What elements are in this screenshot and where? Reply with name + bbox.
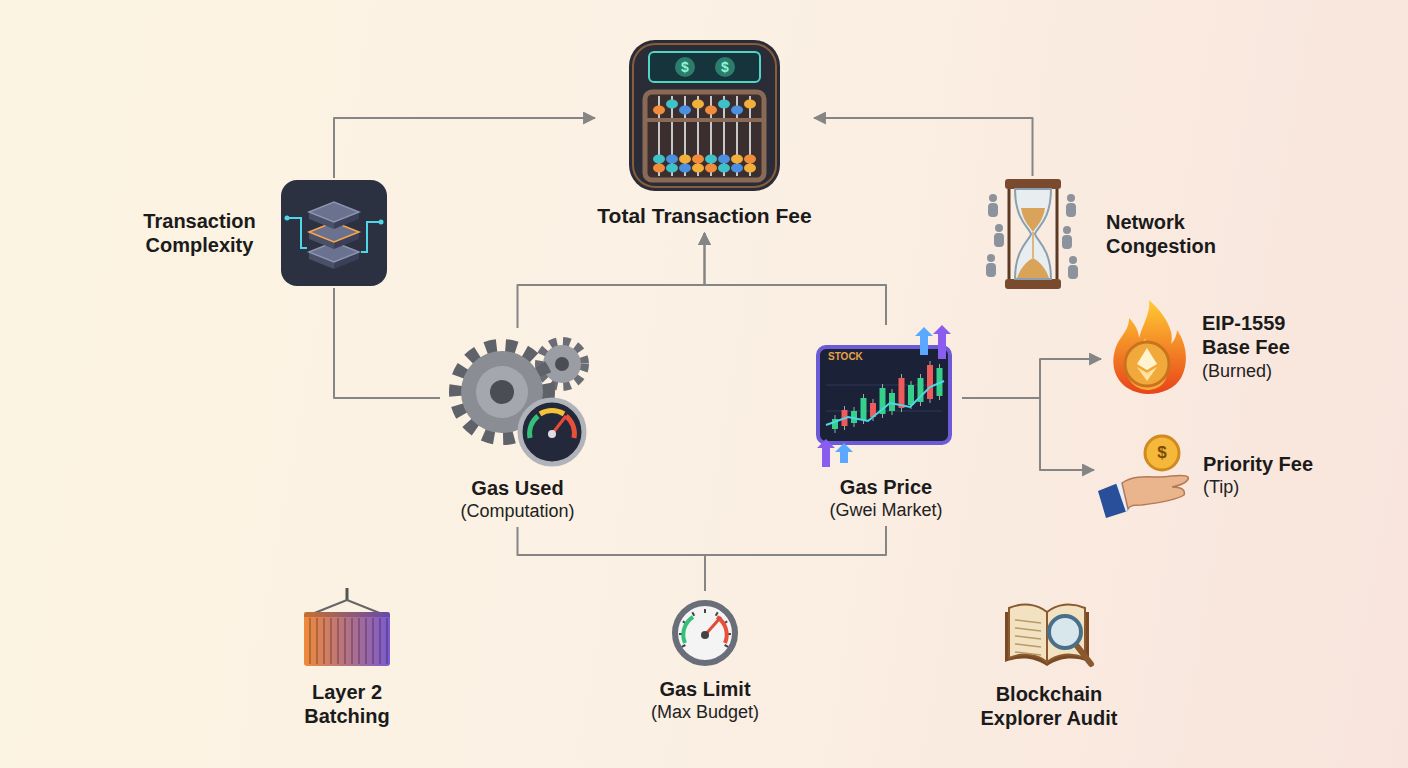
node-illustration — [1105, 298, 1190, 396]
node-text: Network Congestion — [1106, 210, 1236, 259]
icon-text: $ — [1157, 443, 1166, 463]
connector — [518, 527, 706, 591]
connector — [334, 288, 440, 398]
node-text: Priority Fee(Tip) — [1203, 452, 1314, 499]
node-illustration — [627, 38, 782, 193]
connector — [962, 359, 1101, 398]
connector — [518, 233, 705, 328]
icon-node: EIP-1559 Base Fee(Burned) — [1105, 298, 1322, 396]
icon-node: Gas Limit(Max Budget) — [651, 593, 760, 724]
icon-text: $ — [681, 59, 689, 75]
node-illustration — [279, 178, 389, 288]
node-heading: Gas Limit — [651, 677, 760, 701]
node-text: Total Transaction Fee — [597, 203, 812, 229]
icon-node: Layer 2 Batching — [297, 588, 397, 729]
node-subtext: (Tip) — [1203, 476, 1314, 499]
node-subtext: (Computation) — [460, 500, 575, 523]
node-subtext: (Burned) — [1202, 360, 1322, 383]
node-illustration — [1098, 433, 1193, 518]
node-text: Gas Limit(Max Budget) — [651, 677, 760, 724]
connector — [705, 526, 886, 591]
node-illustration — [812, 325, 960, 467]
icon-text: STOCK — [828, 351, 863, 362]
node-heading: Priority Fee — [1203, 452, 1314, 476]
connector — [705, 233, 887, 325]
node-text: Layer 2 Batching — [297, 680, 397, 729]
icon-text: $ — [721, 59, 729, 75]
icon-node: Gas Used(Computation) — [440, 328, 595, 523]
icon-node: Total Transaction Fee — [597, 38, 812, 229]
node-heading: Gas Price — [829, 475, 943, 499]
icon-node: Network Congestion — [985, 176, 1236, 292]
icon-node: Blockchain Explorer Audit — [972, 588, 1127, 731]
node-illustration — [440, 328, 595, 468]
node-text: Gas Used(Computation) — [460, 476, 575, 523]
node-subtext: (Max Budget) — [651, 701, 760, 724]
connector — [334, 118, 595, 178]
connector — [814, 118, 1033, 176]
node-illustration — [985, 176, 1080, 292]
icon-node: Transaction Complexity — [132, 178, 389, 288]
node-subtext: (Gwei Market) — [829, 499, 943, 522]
node-text: Gas Price(Gwei Market) — [829, 475, 943, 522]
node-heading: Total Transaction Fee — [597, 203, 812, 229]
icon-node: Priority Fee(Tip) — [1098, 433, 1314, 518]
node-heading: Gas Used — [460, 476, 575, 500]
connector — [962, 398, 1094, 470]
node-heading: Transaction Complexity — [132, 209, 267, 258]
node-heading: Network Congestion — [1106, 210, 1236, 259]
node-illustration — [1003, 588, 1095, 670]
node-heading: EIP-1559 Base Fee — [1202, 311, 1322, 360]
node-text: Blockchain Explorer Audit — [972, 682, 1127, 731]
node-text: Transaction Complexity — [132, 209, 267, 258]
node-heading: Blockchain Explorer Audit — [972, 682, 1127, 731]
node-illustration — [663, 593, 747, 663]
node-text: EIP-1559 Base Fee(Burned) — [1202, 311, 1322, 382]
node-heading: Layer 2 Batching — [297, 680, 397, 729]
node-illustration — [298, 588, 396, 668]
